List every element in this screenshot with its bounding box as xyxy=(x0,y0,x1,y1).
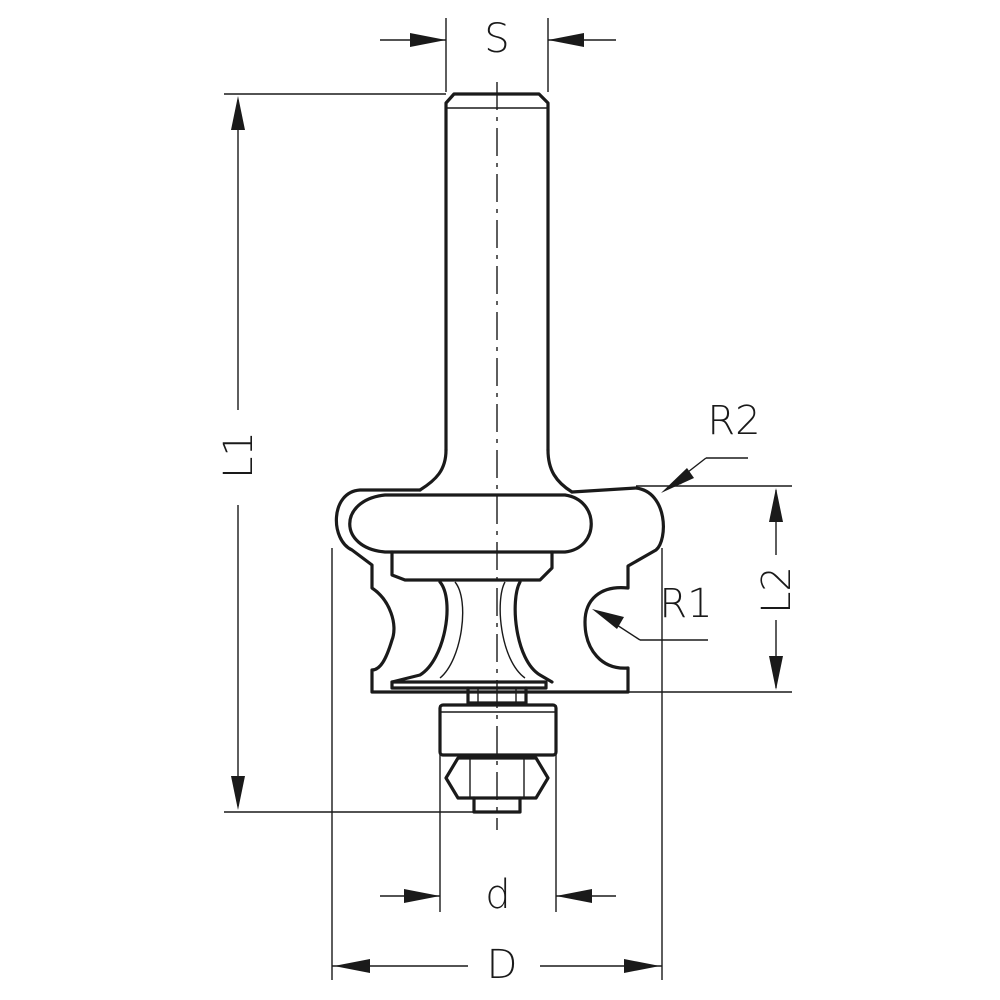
leader-r1: R1 xyxy=(592,581,713,641)
label-l1: L1 xyxy=(216,431,262,479)
label-s: S xyxy=(484,16,509,62)
dimension-l2: L2 xyxy=(628,485,800,693)
hex-nut xyxy=(444,756,550,814)
dimension-big-d: D xyxy=(331,548,663,988)
neck-flare xyxy=(418,448,574,494)
label-big-d: D xyxy=(487,942,518,988)
label-l2: L2 xyxy=(754,566,800,614)
label-r2: R2 xyxy=(707,398,760,444)
dimension-d: d xyxy=(380,705,616,918)
label-r1: R1 xyxy=(659,581,712,627)
bearing xyxy=(438,703,558,757)
leader-r2: R2 xyxy=(661,398,761,493)
dimension-s: S xyxy=(380,16,616,92)
cutter-body xyxy=(334,486,665,694)
label-d: d xyxy=(485,872,510,918)
dimension-l1: L1 xyxy=(216,93,474,813)
